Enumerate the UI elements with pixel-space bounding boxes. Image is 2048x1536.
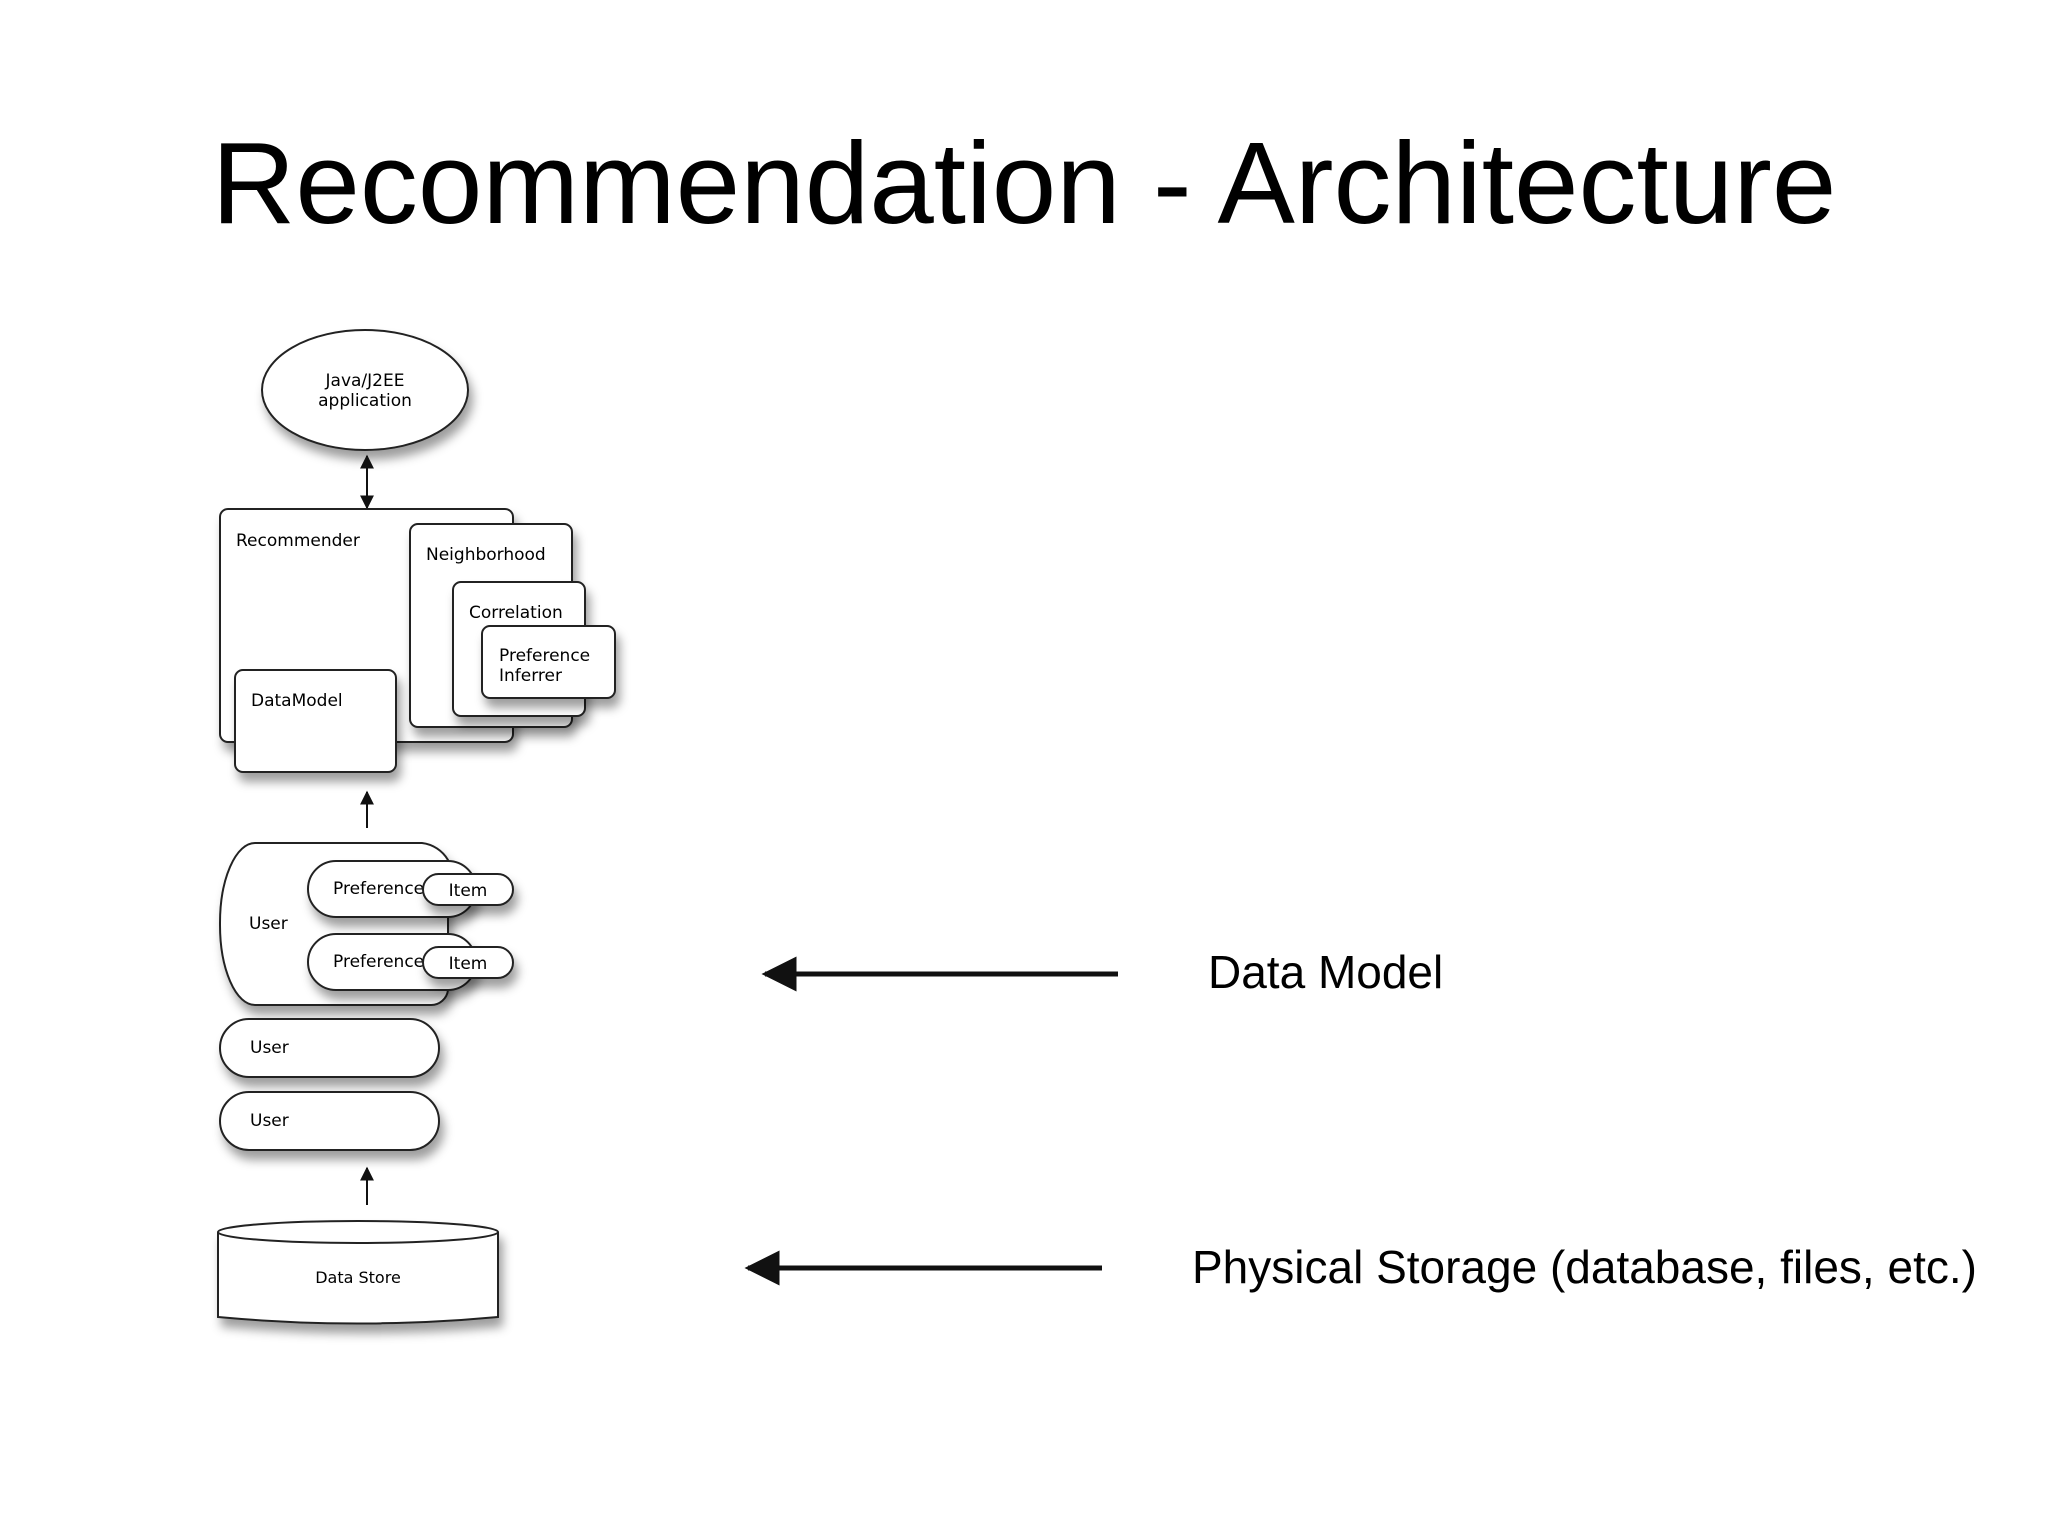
- user-label-1: User: [250, 1038, 289, 1058]
- recommender-label: Recommender: [236, 531, 360, 551]
- user-group-label: User: [249, 914, 288, 934]
- correlation-label: Correlation: [469, 603, 563, 623]
- datamodel-label: DataModel: [251, 691, 343, 711]
- slide-title: Recommendation - Architecture: [211, 118, 1837, 248]
- user-pill-2: User: [219, 1091, 440, 1151]
- datamodel-box: DataModel: [234, 669, 397, 773]
- preference-pill-1: Preference: [307, 860, 477, 918]
- app-label: Java/J2EE application: [300, 371, 430, 412]
- item-pill-1: Item: [422, 873, 514, 906]
- preference-label-2: Preference: [333, 952, 425, 972]
- neighborhood-label: Neighborhood: [426, 545, 546, 565]
- app-label-line2: application: [318, 391, 412, 412]
- preference-inferrer-label: Preference Inferrer: [499, 646, 590, 687]
- preference-inferrer-line1: Preference: [499, 646, 591, 666]
- user-label-2: User: [250, 1111, 289, 1131]
- preference-label-1: Preference: [333, 879, 425, 899]
- item-label-2: Item: [448, 954, 488, 974]
- item-pill-2: Item: [422, 946, 514, 979]
- app-label-line1: Java/J2EE: [325, 371, 405, 391]
- user-pill-1: User: [219, 1018, 440, 1078]
- data-store-label: Data Store: [315, 1268, 401, 1287]
- physical-storage-caption: Physical Storage (database, files, etc.): [1192, 1241, 1977, 1293]
- preference-pill-2: Preference: [307, 933, 477, 991]
- item-label-1: Item: [448, 881, 488, 901]
- app-ellipse: [261, 329, 469, 451]
- data-model-caption: Data Model: [1208, 946, 1444, 998]
- preference-inferrer-line2: Inferrer: [499, 666, 562, 687]
- data-store-cylinder: [217, 1220, 499, 1325]
- preference-inferrer-box: Preference Inferrer: [481, 625, 616, 699]
